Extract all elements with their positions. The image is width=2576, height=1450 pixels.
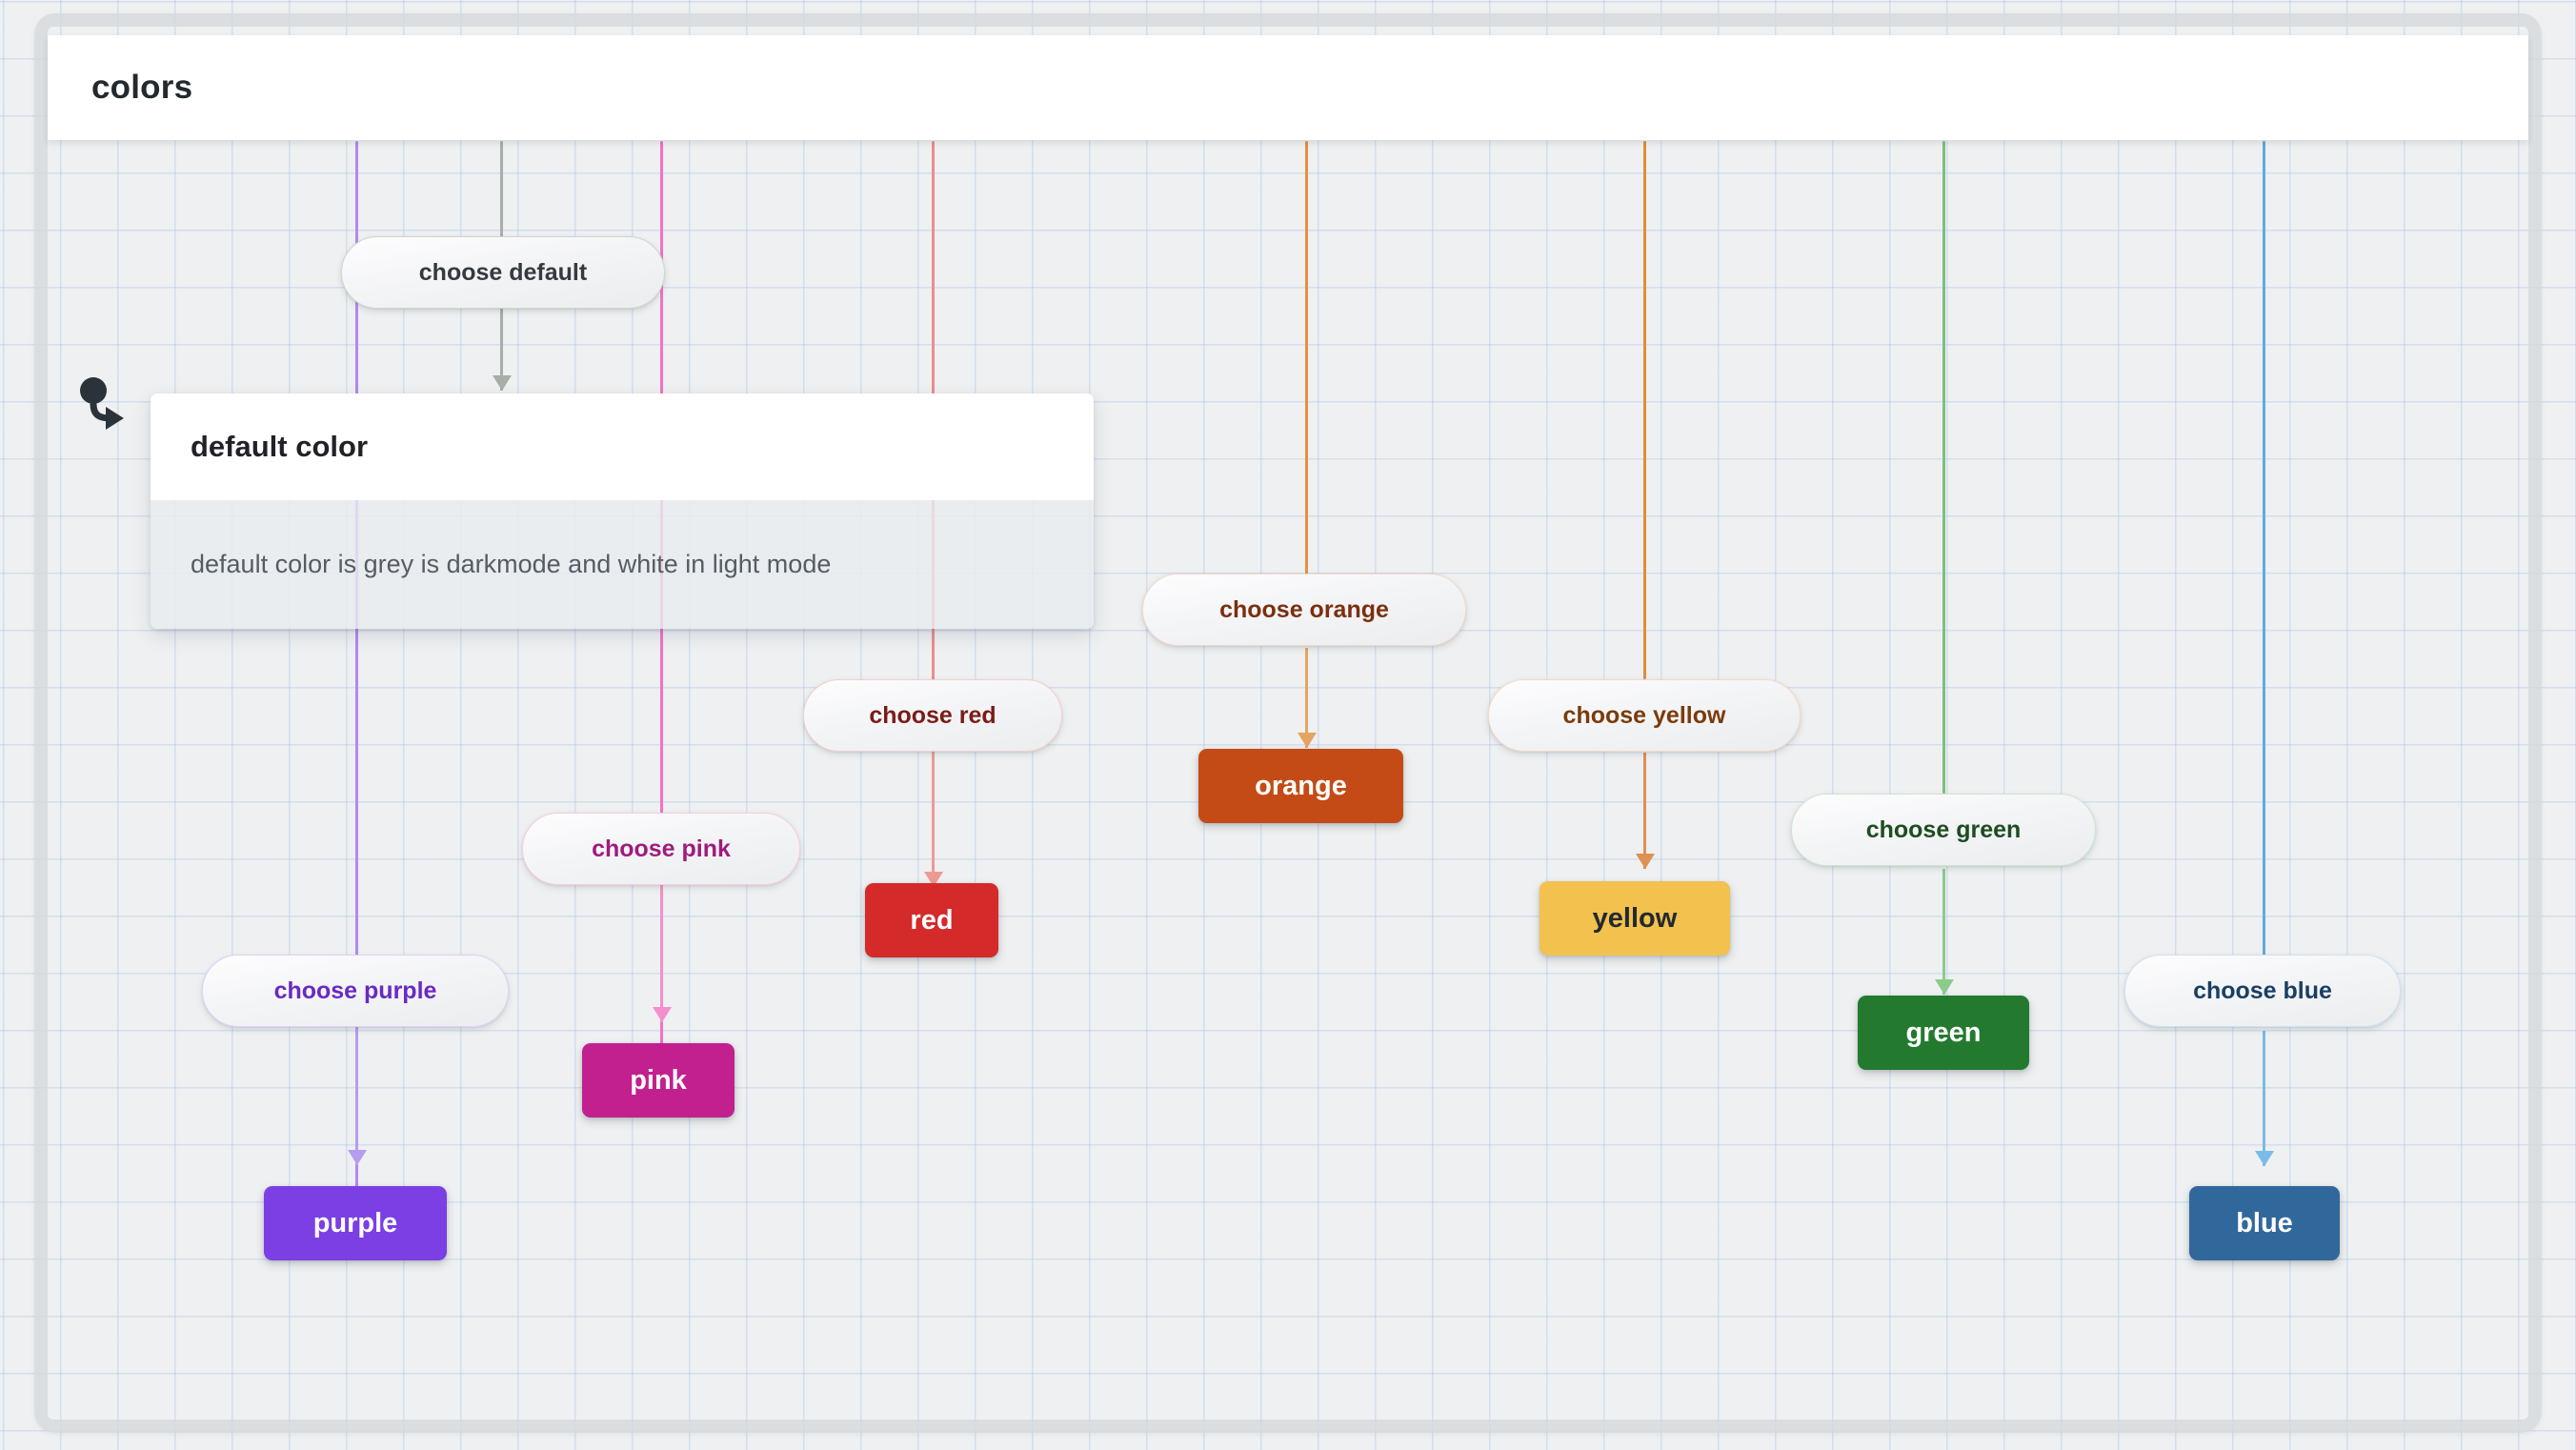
node-choose-blue-label: choose blue (2193, 977, 2332, 1004)
node-pink[interactable]: pink (582, 1043, 735, 1118)
node-orange[interactable]: orange (1198, 749, 1403, 823)
node-choose-green-label: choose green (1865, 816, 2022, 843)
node-blue-label: blue (2236, 1207, 2293, 1239)
arrow-head (652, 1007, 672, 1022)
node-choose-purple-label: choose purple (273, 977, 437, 1004)
note-popup-body: default color is grey is darkmode and wh… (151, 500, 1094, 629)
arrow-shaft (932, 751, 935, 887)
lifeline-purple (355, 141, 358, 1189)
node-choose-yellow[interactable]: choose yellow (1488, 679, 1801, 752)
arrow-shaft (1305, 648, 1308, 748)
node-purple-label: purple (312, 1207, 398, 1239)
arrow-shaft (660, 884, 663, 1022)
node-choose-blue[interactable]: choose blue (2124, 955, 2401, 1027)
node-choose-red-label: choose red (869, 701, 996, 729)
node-orange-label: orange (1255, 770, 1347, 801)
diagram-header: colors (48, 35, 2528, 140)
arrow-shaft (500, 332, 503, 391)
note-popup-text: default color is grey is darkmode and wh… (191, 550, 832, 578)
node-choose-pink[interactable]: choose pink (522, 813, 800, 885)
node-yellow-label: yellow (1592, 902, 1678, 934)
arrow-shaft (1643, 753, 1646, 869)
arrow-head (1635, 854, 1655, 869)
note-popup[interactable]: default color default color is grey is d… (151, 393, 1094, 629)
arrow-shaft (355, 1027, 358, 1165)
arrow-head (2254, 1151, 2274, 1166)
note-popup-header: default color (151, 393, 1094, 500)
node-purple[interactable]: purple (264, 1186, 447, 1260)
node-choose-default-label: choose default (418, 258, 588, 286)
arrow-head (1934, 979, 1954, 995)
arrow-shaft (2263, 1031, 2265, 1166)
node-yellow[interactable]: yellow (1540, 881, 1730, 956)
node-pink-label: pink (630, 1064, 687, 1096)
node-blue[interactable]: blue (2189, 1186, 2340, 1260)
node-red[interactable]: red (865, 883, 998, 957)
node-choose-green[interactable]: choose green (1791, 794, 2096, 866)
node-choose-pink-label: choose pink (592, 835, 731, 862)
note-popup-title: default color (191, 430, 369, 463)
node-red-label: red (910, 904, 954, 936)
lifeline-orange (1305, 141, 1308, 574)
lifeline-yellow (1643, 141, 1646, 679)
node-choose-default[interactable]: choose default (341, 236, 665, 309)
lifeline-green (1942, 141, 1945, 794)
page-title: colors (91, 69, 193, 106)
arrow-shaft (1942, 869, 1945, 995)
node-choose-purple[interactable]: choose purple (202, 955, 509, 1027)
arrow-head (347, 1150, 367, 1165)
arrow-head (1297, 733, 1317, 748)
pointer-with-dot-cursor-icon (74, 376, 131, 435)
arrow-head (492, 375, 512, 391)
node-choose-orange-label: choose orange (1219, 595, 1389, 623)
lifeline-blue (2263, 141, 2265, 956)
node-green[interactable]: green (1858, 996, 2029, 1070)
node-choose-red[interactable]: choose red (803, 679, 1062, 752)
node-choose-yellow-label: choose yellow (1562, 701, 1726, 729)
node-choose-orange[interactable]: choose orange (1142, 574, 1466, 646)
node-green-label: green (1905, 1017, 1982, 1048)
